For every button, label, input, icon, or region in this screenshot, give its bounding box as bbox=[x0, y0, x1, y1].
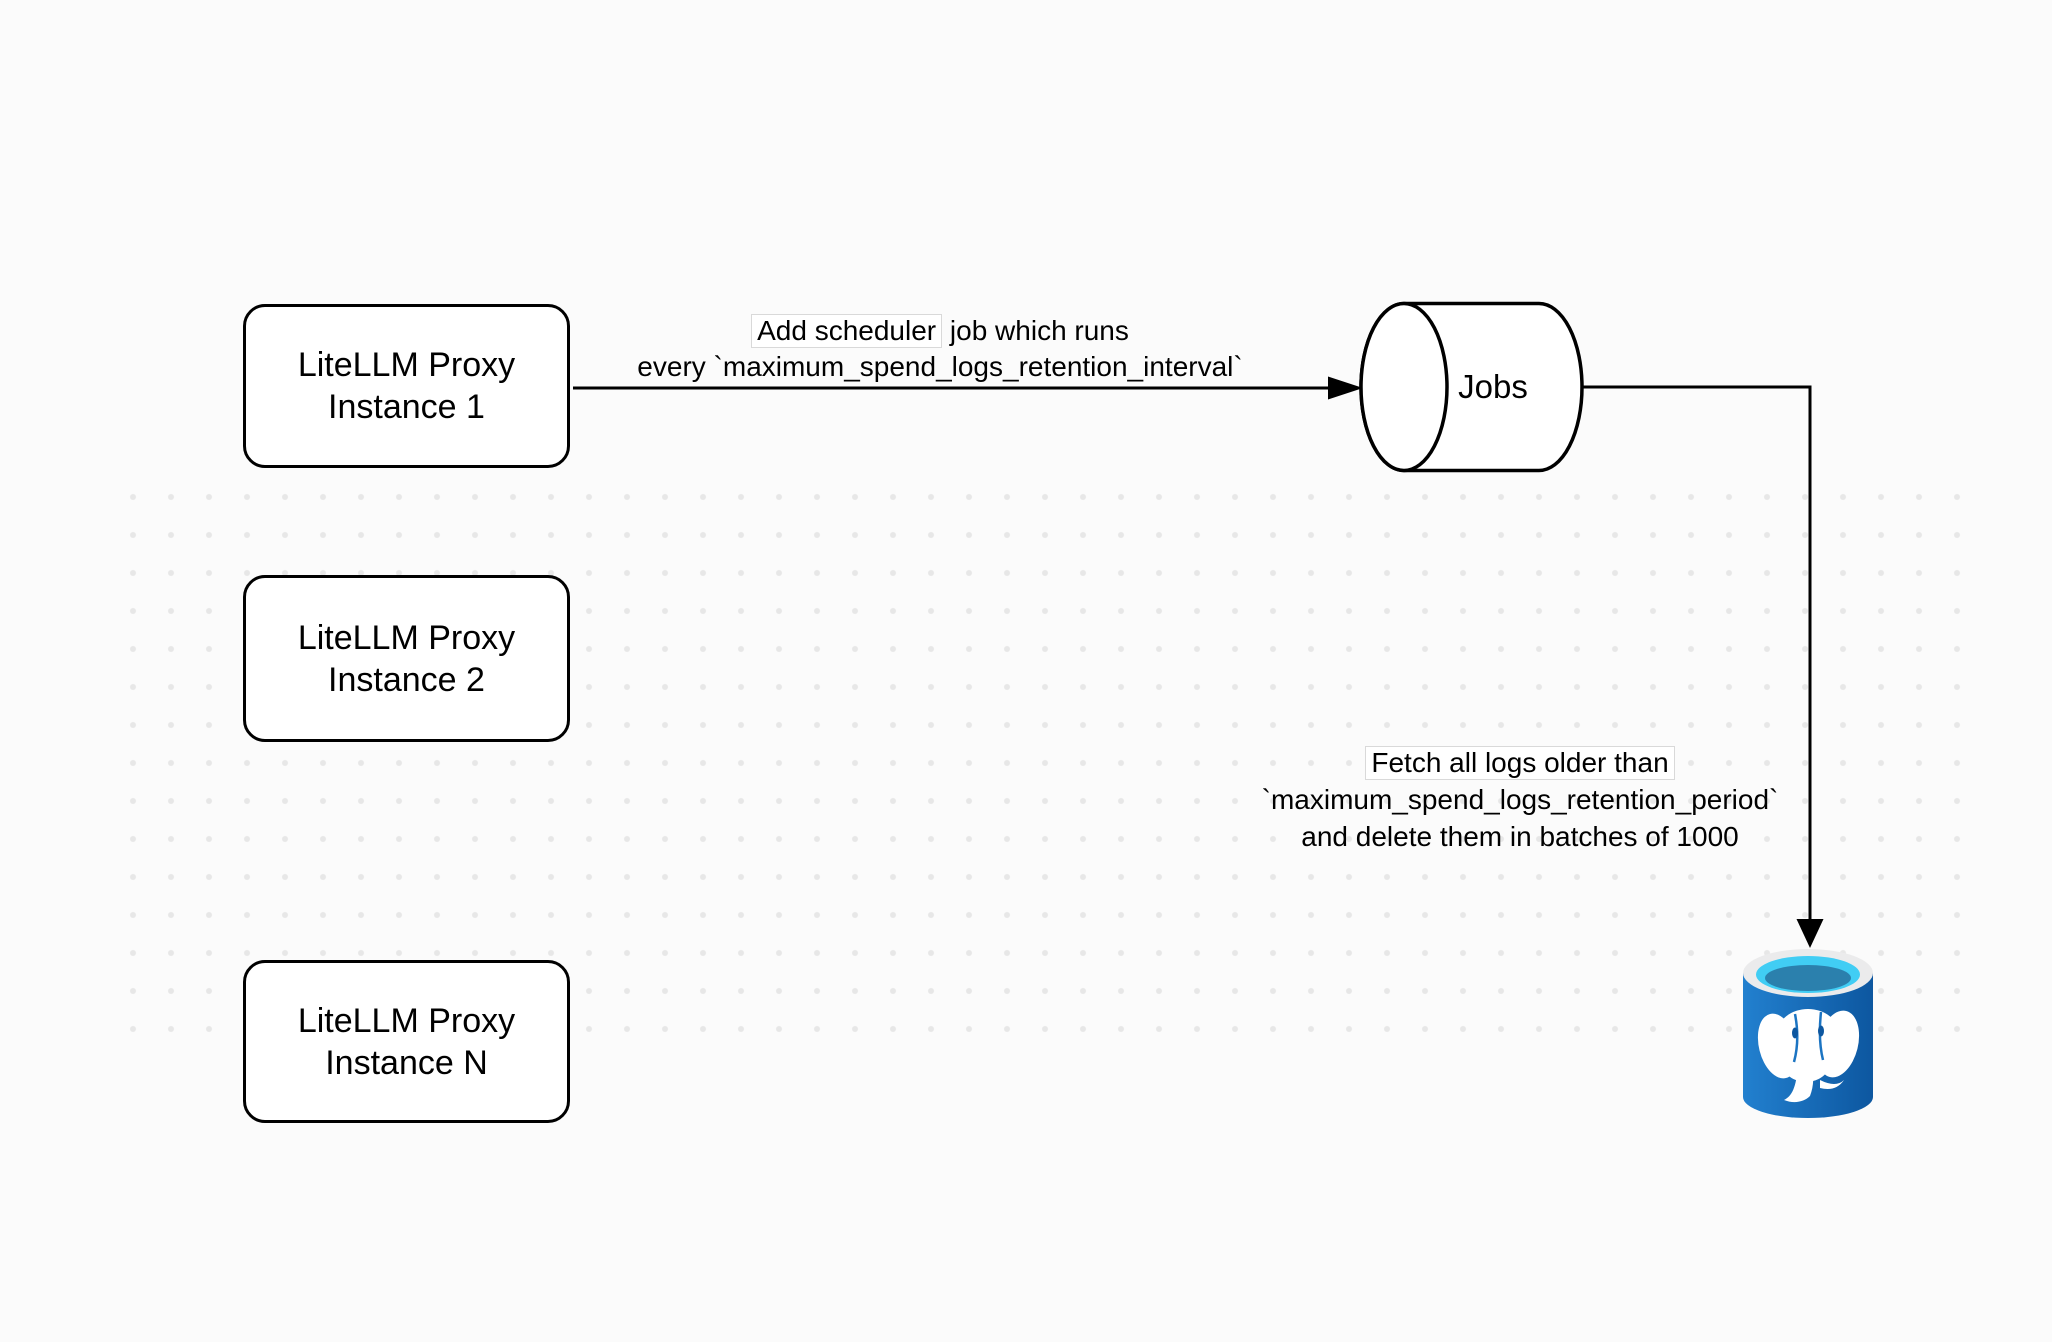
edge-label-fetch-delete: Fetch all logs older than `maximum_spend… bbox=[1170, 744, 1870, 855]
node-label-line: Instance 2 bbox=[328, 660, 485, 699]
node-label-line: LiteLLM Proxy bbox=[297, 346, 516, 384]
edge-label-line: Fetch all logs older than bbox=[1170, 744, 1870, 781]
edge-label-line: and delete them in batches of 1000 bbox=[1301, 821, 1739, 852]
edge-label-line: every `maximum_spend_logs_retention_inte… bbox=[637, 351, 1243, 382]
edge-jobs-to-postgres bbox=[1582, 385, 1812, 921]
postgresql-database-icon bbox=[1743, 949, 1873, 1118]
node-litellm-proxy-instance-2: LiteLLM Proxy Instance 2 bbox=[243, 575, 570, 742]
edge-label-line: Add scheduler job which runs bbox=[590, 313, 1290, 349]
node-label-line: Instance 1 bbox=[328, 388, 485, 426]
edge-label-scheduler: Add scheduler job which runs every `maxi… bbox=[590, 313, 1290, 385]
edge-label-highlight: Add scheduler bbox=[751, 314, 943, 348]
node-label-line: LiteLLM Proxy bbox=[297, 1001, 516, 1040]
jobs-queue-cylinder bbox=[1359, 301, 1584, 473]
edge-label-text: job which runs bbox=[942, 315, 1129, 346]
edge-label-line: `maximum_spend_logs_retention_period` bbox=[1261, 784, 1779, 815]
node-litellm-proxy-instance-1: LiteLLM Proxy Instance 1 bbox=[243, 304, 570, 468]
node-label-line: LiteLLM Proxy bbox=[297, 618, 516, 657]
node-label-line: Instance N bbox=[325, 1043, 488, 1082]
edge-label-highlight: Fetch all logs older than bbox=[1365, 746, 1675, 780]
arrow-right-icon bbox=[1328, 376, 1363, 400]
jobs-node-label: Jobs bbox=[1458, 368, 1528, 405]
arrow-down-icon bbox=[1796, 919, 1824, 948]
node-litellm-proxy-instance-n: LiteLLM Proxy Instance N bbox=[243, 960, 570, 1123]
postgres-elephant-icon bbox=[1757, 1009, 1860, 1103]
